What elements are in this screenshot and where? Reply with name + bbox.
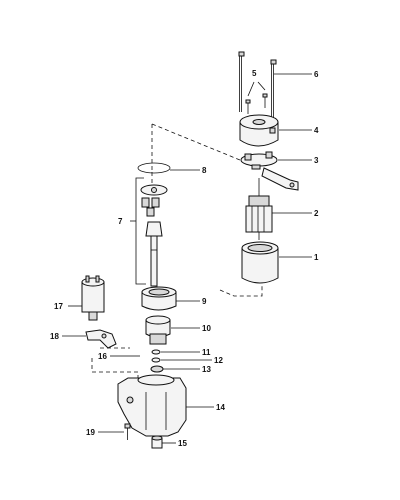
solenoid	[81, 275, 105, 321]
leader-lines	[62, 73, 312, 444]
callout-5: 5	[252, 69, 257, 78]
callout-3: 3	[314, 156, 319, 165]
thrust-collar	[151, 357, 161, 363]
callout-19: 19	[86, 428, 95, 437]
drive-housing	[117, 374, 187, 437]
callout-15: 15	[178, 439, 187, 448]
brush-plate	[240, 151, 299, 191]
armature	[245, 178, 273, 240]
planetary-gear-set	[140, 184, 168, 287]
callout-17: 17	[54, 302, 63, 311]
callout-4: 4	[314, 126, 319, 135]
shift-lever	[85, 329, 117, 349]
callout-6: 6	[314, 70, 319, 79]
end-bushing	[151, 435, 163, 449]
drive-pinion	[145, 315, 171, 345]
retaining-ring	[151, 349, 161, 355]
callout-10: 10	[202, 324, 211, 333]
callout-11: 11	[202, 348, 211, 357]
callout-12: 12	[214, 356, 223, 365]
callout-2: 2	[314, 209, 319, 218]
callout-13: 13	[202, 365, 211, 374]
callout-labels: 1 2 3 4 5 6 7 8 9 10 11 12 13 14 15 16 1…	[50, 69, 319, 448]
o-ring	[137, 162, 171, 174]
callout-8: 8	[202, 166, 207, 175]
bushing	[150, 365, 164, 373]
mounting-bolt	[124, 423, 131, 440]
callout-16: 16	[98, 352, 107, 361]
field-frame	[241, 241, 279, 284]
through-bolts	[238, 51, 277, 118]
callout-14: 14	[216, 403, 225, 412]
callout-1: 1	[314, 253, 319, 262]
callout-9: 9	[202, 297, 207, 306]
ring-gear	[141, 286, 177, 311]
callout-18: 18	[50, 332, 59, 341]
small-screws	[245, 93, 268, 114]
end-cap	[239, 114, 279, 147]
assembly-guide-lines	[91, 123, 263, 388]
callout-bracket-7	[135, 177, 146, 285]
callout-7: 7	[118, 217, 123, 226]
